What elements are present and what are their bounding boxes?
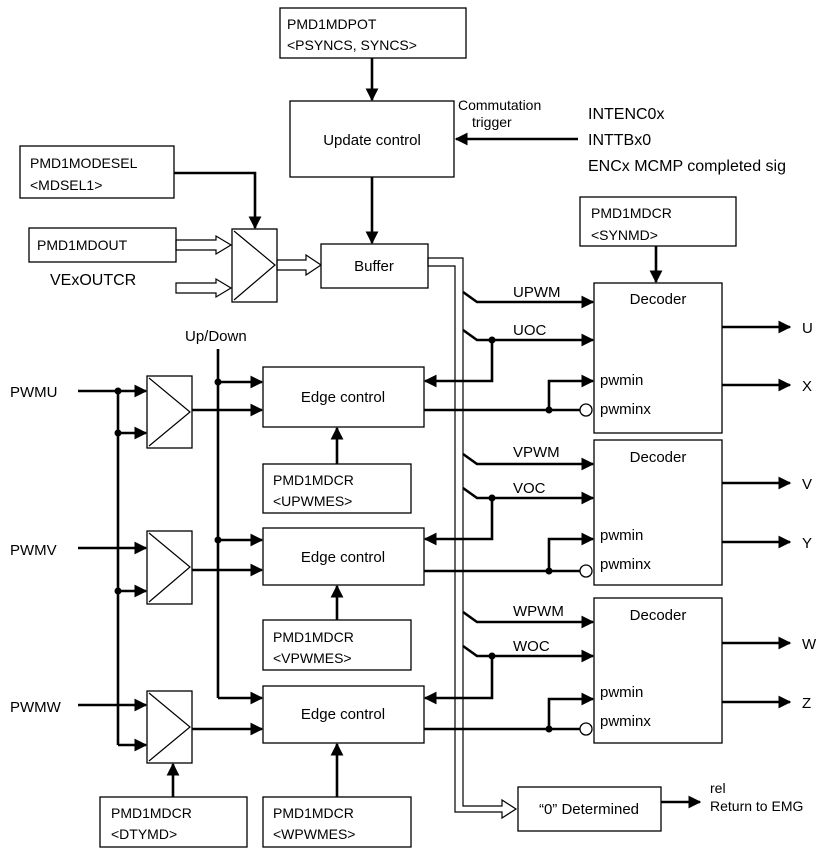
decoder-v: Decoder pwmin pwminx bbox=[593, 439, 723, 586]
signal-upwm: UPWM bbox=[513, 284, 561, 301]
pmd1mdpot-block: PMD1MDPOT <PSYNCS, SYNCS> bbox=[279, 7, 467, 59]
svg-text:Edge control: Edge control bbox=[301, 549, 385, 566]
pmd1mdout-block: PMD1MDOUT bbox=[28, 227, 177, 263]
decoder-w: Decoder pwmin pwminx bbox=[593, 597, 723, 744]
mux-w bbox=[146, 690, 193, 764]
input-pwmw: PWMW bbox=[10, 699, 62, 716]
mux-v bbox=[146, 530, 193, 605]
vexoutcr-label: VExOUTCR bbox=[50, 272, 136, 289]
svg-text:PMD1MDOUT: PMD1MDOUT bbox=[37, 237, 128, 253]
edge-control-u: Edge control bbox=[262, 366, 425, 428]
signal-woc: WOC bbox=[513, 638, 550, 655]
pmd1mdcr-vpwmes-block: PMD1MDCR <VPWMES> bbox=[262, 619, 412, 671]
signal-uoc: UOC bbox=[513, 322, 547, 339]
svg-text:Update control: Update control bbox=[323, 132, 421, 149]
svg-text:PMD1MDPOT: PMD1MDPOT bbox=[287, 16, 377, 32]
pmd1mdcr-dtymd-block: PMD1MDCR <DTYMD> bbox=[99, 796, 248, 848]
commutation-label: Commutation bbox=[458, 97, 541, 113]
edge-control-v: Edge control bbox=[262, 527, 425, 586]
svg-text:PMD1MODESEL: PMD1MODESEL bbox=[30, 155, 138, 171]
trigger-label: trigger bbox=[472, 114, 512, 130]
svg-text:PMD1MDCR: PMD1MDCR bbox=[273, 629, 354, 645]
svg-text:<PSYNCS, SYNCS>: <PSYNCS, SYNCS> bbox=[287, 37, 417, 53]
svg-text:Edge control: Edge control bbox=[301, 706, 385, 723]
output-u: U bbox=[802, 320, 813, 337]
svg-text:Decoder: Decoder bbox=[630, 607, 687, 624]
rel-label: rel bbox=[710, 780, 726, 796]
svg-text:pwmin: pwmin bbox=[600, 527, 643, 544]
svg-text:<MDSEL1>: <MDSEL1> bbox=[30, 177, 102, 193]
output-y: Y bbox=[802, 535, 812, 552]
encx-source: ENCx MCMP completed sig bbox=[588, 158, 786, 175]
intenc-source: INTENC0x bbox=[588, 106, 664, 123]
svg-text:pwminx: pwminx bbox=[600, 713, 651, 730]
pmd1mdcr-synmd-block: PMD1MDCR <SYNMD> bbox=[579, 196, 737, 247]
svg-text:<WPWMES>: <WPWMES> bbox=[273, 826, 355, 842]
svg-text:pwminx: pwminx bbox=[600, 556, 651, 573]
svg-text:pwmin: pwmin bbox=[600, 372, 643, 389]
zero-determined-block: “0” Determined bbox=[517, 786, 662, 832]
signal-wpwm: WPWM bbox=[513, 603, 564, 620]
svg-text:PMD1MDCR: PMD1MDCR bbox=[591, 205, 672, 221]
svg-text:PMD1MDCR: PMD1MDCR bbox=[111, 805, 192, 821]
svg-text:“0” Determined: “0” Determined bbox=[539, 801, 639, 818]
output-z: Z bbox=[802, 695, 811, 712]
up-down-label: Up/Down bbox=[185, 328, 247, 345]
svg-text:<DTYMD>: <DTYMD> bbox=[111, 826, 177, 842]
input-pwmu: PWMU bbox=[10, 384, 58, 401]
svg-text:<SYNMD>: <SYNMD> bbox=[591, 227, 658, 243]
svg-text:pwmin: pwmin bbox=[600, 684, 643, 701]
mux-u bbox=[146, 375, 193, 449]
svg-text:Decoder: Decoder bbox=[630, 291, 687, 308]
buffer-block: Buffer bbox=[320, 243, 429, 289]
svg-text:<VPWMES>: <VPWMES> bbox=[273, 650, 352, 666]
pmd1modesel-block: PMD1MODESEL <MDSEL1> bbox=[19, 145, 175, 199]
svg-text:<UPWMES>: <UPWMES> bbox=[273, 493, 352, 509]
output-x: X bbox=[802, 378, 812, 395]
signal-voc: VOC bbox=[513, 480, 546, 497]
svg-text:Decoder: Decoder bbox=[630, 449, 687, 466]
svg-text:PMD1MDCR: PMD1MDCR bbox=[273, 472, 354, 488]
update-control-block: Update control bbox=[289, 100, 455, 178]
inttb-source: INTTBx0 bbox=[588, 132, 651, 149]
signal-vpwm: VPWM bbox=[513, 444, 560, 461]
decoder-u: Decoder pwmin pwminx bbox=[593, 282, 723, 434]
svg-text:pwminx: pwminx bbox=[600, 401, 651, 418]
return-to-emg-label: Return to EMG bbox=[710, 798, 803, 814]
output-v: V bbox=[802, 476, 812, 493]
input-pwmv: PWMV bbox=[10, 542, 57, 559]
edge-control-w: Edge control bbox=[262, 685, 425, 744]
output-w: W bbox=[802, 636, 817, 653]
svg-text:PMD1MDCR: PMD1MDCR bbox=[273, 805, 354, 821]
svg-text:Edge control: Edge control bbox=[301, 389, 385, 406]
svg-text:Buffer: Buffer bbox=[354, 258, 394, 275]
output-mux bbox=[231, 228, 278, 303]
pmd1mdcr-wpwmes-block: PMD1MDCR <WPWMES> bbox=[262, 796, 412, 848]
pmd1mdcr-upwmes-block: PMD1MDCR <UPWMES> bbox=[262, 463, 412, 514]
